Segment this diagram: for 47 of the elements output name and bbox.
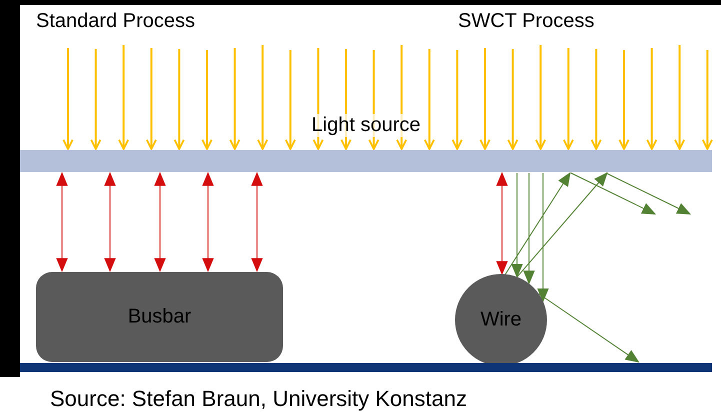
arrow [674, 45, 686, 150]
arrow [618, 50, 630, 150]
arrow [605, 172, 692, 214]
panel-title: SWCT Process [458, 10, 594, 33]
arrow [251, 172, 263, 272]
source-note: Source: Stefan Braun, University Konstanz [50, 386, 467, 412]
panel-title: Standard Process [36, 10, 195, 33]
arrow [538, 293, 640, 363]
arrow [504, 172, 571, 275]
arrow [368, 50, 380, 150]
arrow [570, 172, 656, 214]
arrow [511, 172, 523, 278]
arrow [146, 48, 157, 150]
arrow [118, 45, 130, 150]
arrow [229, 48, 240, 150]
arrow [104, 172, 116, 272]
wire-circle [455, 274, 547, 366]
arrow [516, 172, 608, 278]
arrow [62, 48, 74, 150]
arrow [535, 45, 546, 150]
base-bar [20, 363, 712, 372]
arrow [284, 50, 296, 150]
arrow [646, 48, 658, 150]
arrow [507, 49, 518, 150]
arrow [496, 172, 508, 276]
arrow [202, 50, 212, 150]
node-label: Light source [312, 114, 420, 137]
arrow [480, 48, 490, 150]
busbar-shape [36, 272, 283, 362]
arrow [340, 49, 352, 150]
arrow [154, 172, 166, 272]
arrow [424, 49, 435, 150]
arrow [257, 45, 268, 150]
arrow [56, 172, 68, 272]
node-label: Wire [480, 308, 522, 332]
arrow [452, 50, 463, 150]
arrow [537, 172, 549, 302]
arrow [312, 48, 324, 150]
arrow [562, 48, 574, 150]
arrow [702, 50, 713, 150]
arrow [590, 49, 602, 150]
arrow [523, 172, 535, 285]
arrow [90, 49, 102, 150]
arrow [396, 45, 408, 150]
node-label: Busbar [128, 306, 192, 328]
arrow [174, 49, 185, 150]
arrow [202, 172, 214, 272]
